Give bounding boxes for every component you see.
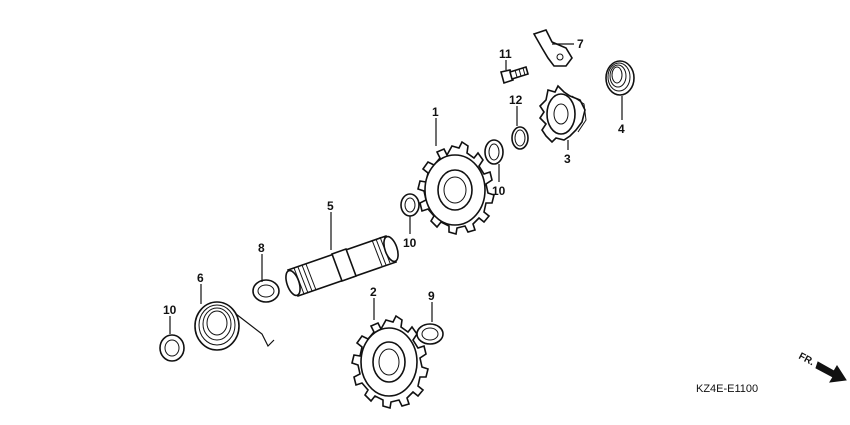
return-spring-6 — [194, 301, 275, 351]
kickstarter-gear-1 — [417, 140, 495, 236]
circlip-12 — [511, 126, 529, 150]
callout-2: 2 — [370, 285, 377, 299]
washer-10-upper — [484, 139, 504, 165]
callout-7: 7 — [577, 37, 584, 51]
callout-1: 1 — [432, 105, 439, 119]
callout-10-middle: 10 — [403, 236, 417, 250]
ratchet-3 — [538, 84, 587, 144]
ratchet-guide-plate-7 — [532, 29, 573, 67]
diagram-code: KZ4E-E1100 — [696, 383, 758, 395]
washer-9 — [416, 323, 444, 345]
callout-4: 4 — [618, 122, 625, 136]
idle-gear-2 — [351, 314, 429, 410]
callout-5: 5 — [327, 199, 334, 213]
callout-10-upper: 10 — [492, 184, 506, 198]
collar-8 — [252, 279, 280, 303]
front-label: FR. — [797, 351, 817, 368]
leader-lines — [169, 43, 623, 334]
callout-8: 8 — [258, 241, 265, 255]
front-arrow-icon — [815, 361, 847, 383]
callout-10-lower: 10 — [163, 303, 177, 317]
callout-11: 11 — [499, 47, 512, 61]
callout-6: 6 — [197, 271, 204, 285]
front-direction-indicator: FR. — [797, 351, 847, 383]
callouts: 1 2 3 4 5 6 7 8 9 10 10 10 11 12 — [163, 37, 625, 317]
callout-9: 9 — [428, 289, 435, 303]
washer-10-middle — [400, 193, 420, 217]
callout-12: 12 — [509, 93, 523, 107]
washer-10-lower — [159, 334, 185, 362]
kickstarter-spindle — [285, 234, 399, 298]
callout-3: 3 — [564, 152, 571, 166]
bolt-11 — [500, 65, 529, 85]
ratchet-spring-4 — [605, 60, 635, 96]
